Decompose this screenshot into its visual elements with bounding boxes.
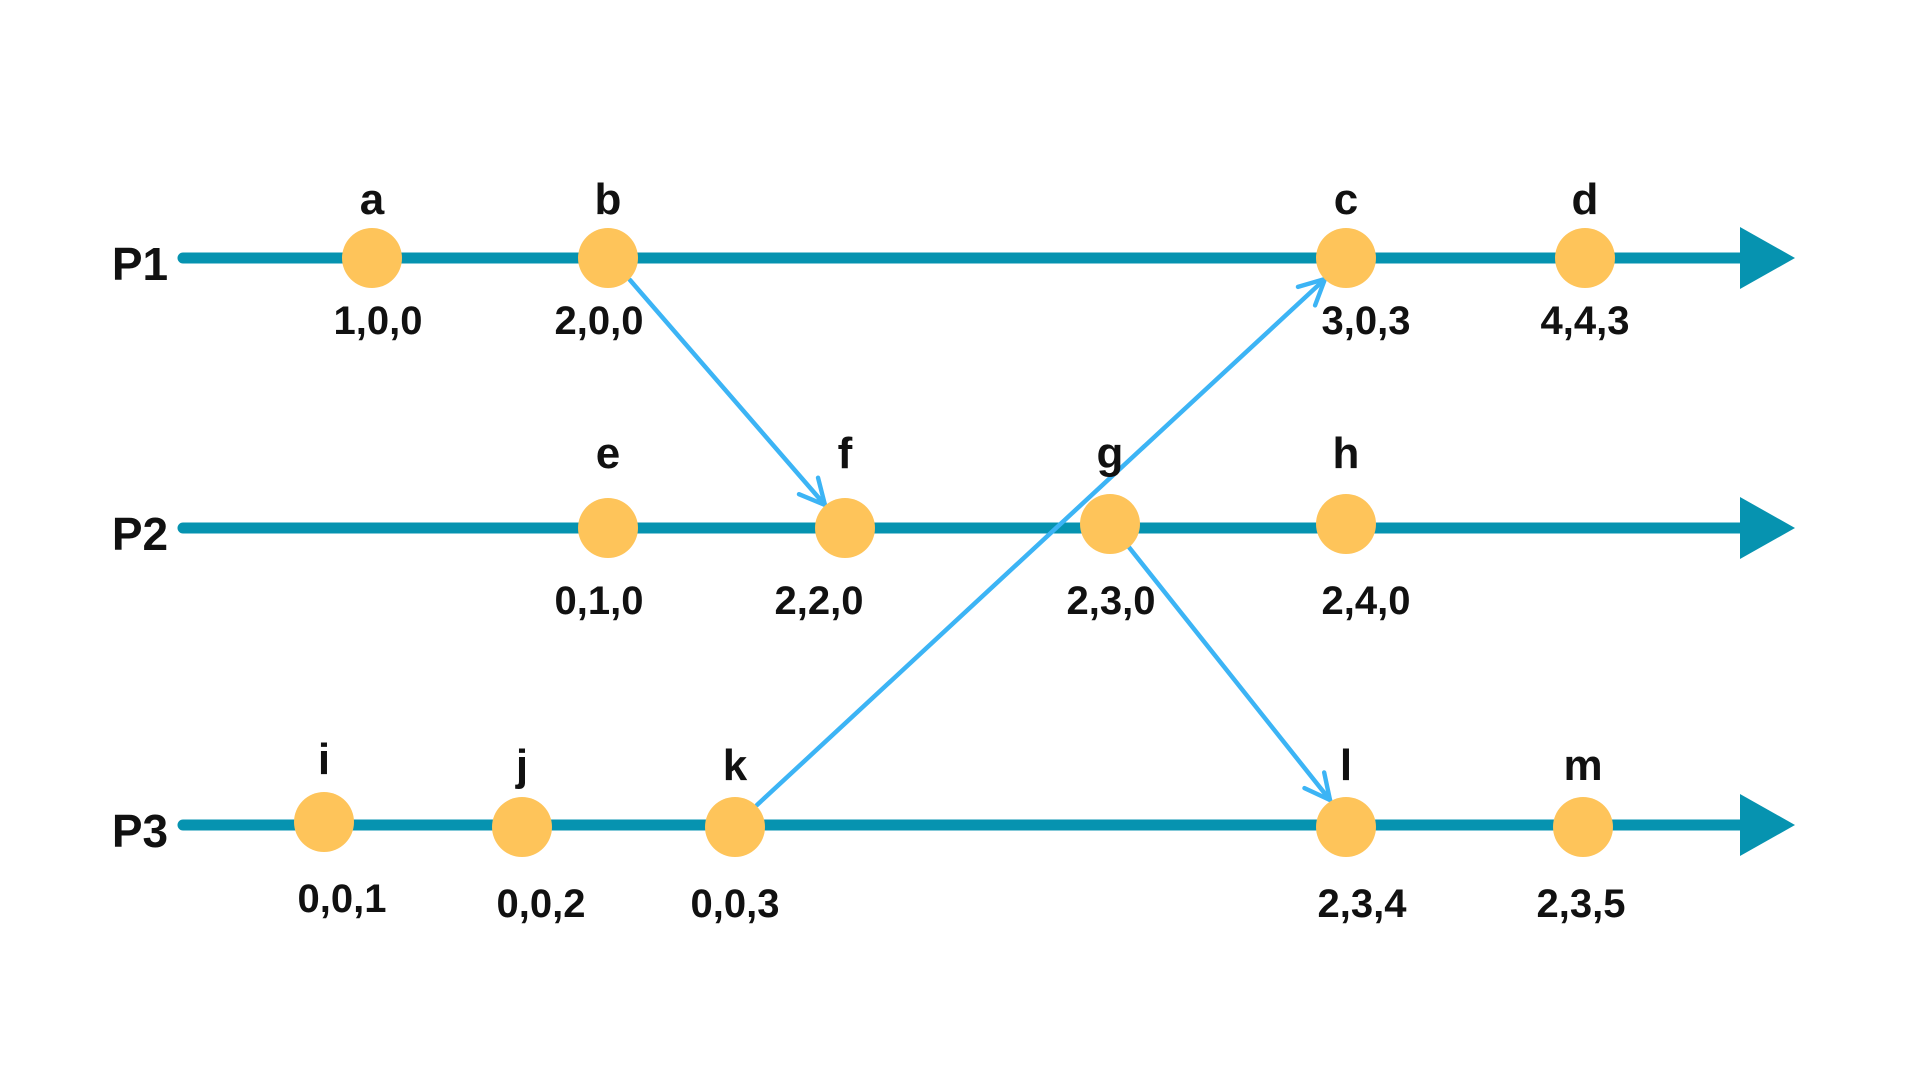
event-name-k: k <box>723 741 748 790</box>
event-clock-b: 2,0,0 <box>555 299 644 343</box>
messages-layer <box>627 276 1333 808</box>
event-f: f 2,2,0 <box>775 429 875 623</box>
event-dot-i <box>294 792 354 852</box>
message-arrow-b-f <box>627 277 828 508</box>
event-name-e: e <box>596 429 620 478</box>
event-dot-h <box>1316 494 1376 554</box>
event-name-l: l <box>1340 741 1352 790</box>
event-dot-f <box>815 498 875 558</box>
event-clock-m: 2,3,5 <box>1537 882 1626 926</box>
event-i: i 0,0,1 <box>294 735 386 921</box>
message-arrow-k-c <box>754 276 1328 808</box>
event-c: c 3,0,3 <box>1316 175 1410 343</box>
event-clock-a: 1,0,0 <box>334 299 423 343</box>
event-h: h 2,4,0 <box>1316 429 1410 623</box>
event-m: m 2,3,5 <box>1537 741 1626 926</box>
event-clock-j: 0,0,2 <box>497 882 586 926</box>
event-name-d: d <box>1572 175 1599 224</box>
event-clock-g: 2,3,0 <box>1067 579 1156 623</box>
event-a: a 1,0,0 <box>334 175 423 343</box>
event-clock-k: 0,0,3 <box>691 882 780 926</box>
event-j: j 0,0,2 <box>492 741 585 926</box>
event-name-f: f <box>838 429 853 478</box>
event-clock-e: 0,1,0 <box>555 579 644 623</box>
event-clock-h: 2,4,0 <box>1322 579 1411 623</box>
timeline-arrowhead-p3 <box>1740 794 1795 856</box>
event-dot-a <box>342 228 402 288</box>
event-dot-k <box>705 797 765 857</box>
event-dot-g <box>1080 494 1140 554</box>
event-dot-b <box>578 228 638 288</box>
event-dot-c <box>1316 228 1376 288</box>
timeline-arrowhead-p1 <box>1740 227 1795 289</box>
process-label-p1: P1 <box>112 238 168 290</box>
event-l: l 2,3,4 <box>1316 741 1407 926</box>
event-name-j: j <box>515 741 528 790</box>
event-name-i: i <box>318 735 330 784</box>
message-arrow-g-l <box>1125 543 1333 803</box>
event-dot-l <box>1316 797 1376 857</box>
event-name-c: c <box>1334 175 1358 224</box>
event-g: g 2,3,0 <box>1067 429 1156 623</box>
event-clock-i: 0,0,1 <box>298 877 387 921</box>
event-dot-e <box>578 498 638 558</box>
event-clock-c: 3,0,3 <box>1322 299 1411 343</box>
event-b: b 2,0,0 <box>555 175 644 343</box>
event-name-a: a <box>360 175 385 224</box>
event-dot-d <box>1555 228 1615 288</box>
event-name-h: h <box>1333 429 1360 478</box>
event-k: k 0,0,3 <box>691 741 780 926</box>
event-clock-f: 2,2,0 <box>775 579 864 623</box>
event-clock-d: 4,4,3 <box>1541 299 1630 343</box>
event-e: e 0,1,0 <box>555 429 644 623</box>
event-name-g: g <box>1097 429 1124 478</box>
event-clock-l: 2,3,4 <box>1318 882 1408 926</box>
event-name-b: b <box>595 175 622 224</box>
process-label-p2: P2 <box>112 508 168 560</box>
event-dot-j <box>492 797 552 857</box>
event-name-m: m <box>1563 741 1602 790</box>
process-label-p3: P3 <box>112 805 168 857</box>
event-d: d 4,4,3 <box>1541 175 1630 343</box>
events-layer: a 1,0,0 b 2,0,0 c 3,0,3 d 4,4,3 e 0,1,0 f 2,2,0 g 2,3… <box>294 175 1629 926</box>
timeline-arrowhead-p2 <box>1740 497 1795 559</box>
event-dot-m <box>1553 797 1613 857</box>
